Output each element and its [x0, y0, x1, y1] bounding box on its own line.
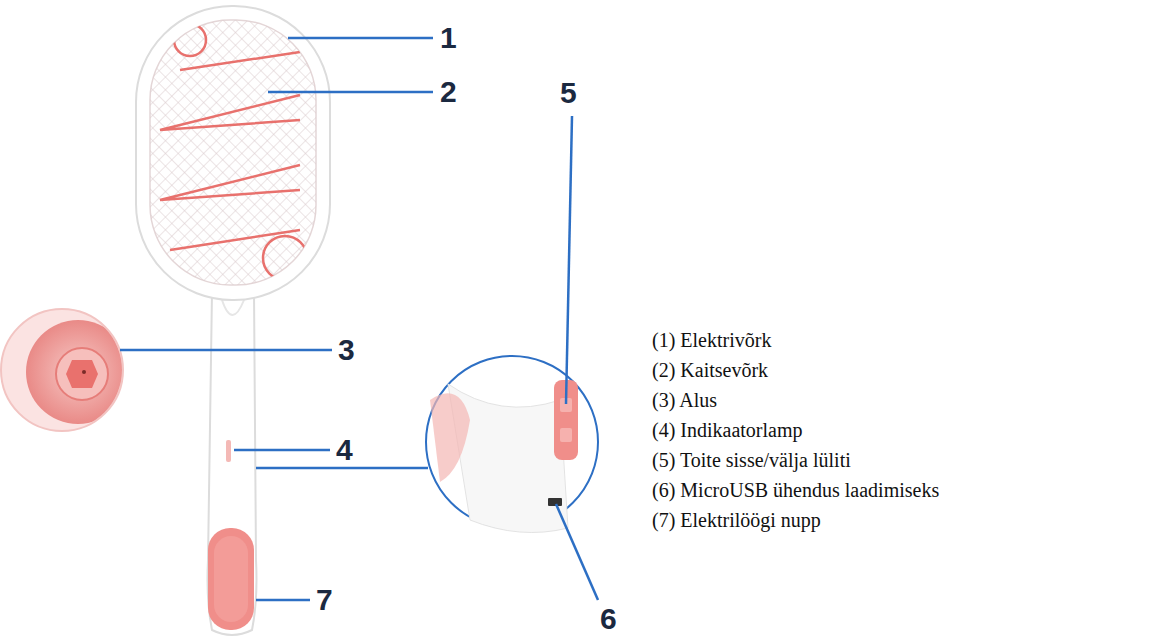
swatter-g	[26, 320, 130, 424]
swatter-rect	[226, 440, 231, 462]
swatter-line	[268, 91, 433, 94]
part-name: (6) MicroUSB ühendus laadimiseks	[652, 480, 939, 500]
callout-number: 3	[338, 335, 355, 365]
swatter-g	[150, 20, 316, 285]
callout-number: 1	[440, 23, 457, 53]
swatter-rect	[136, 6, 330, 300]
part-name: (4) Indikaatorlamp	[652, 420, 803, 440]
swatter-rect	[150, 20, 316, 285]
swatter-rect	[150, 20, 316, 285]
swatter-line	[566, 116, 572, 404]
swatter-circle	[56, 348, 108, 400]
callout-number: 2	[440, 77, 457, 107]
swatter-line	[288, 37, 433, 40]
swatter-line	[234, 449, 330, 452]
part-name: (7) Elektrilöögi nupp	[652, 510, 821, 530]
swatter-rect	[208, 528, 254, 630]
swatter-circle	[26, 320, 130, 424]
swatter-line	[256, 467, 428, 470]
swatter-path	[208, 292, 257, 635]
swatter-rect	[214, 536, 248, 622]
part-name: (3) Alus	[652, 390, 717, 410]
swatter-rect	[560, 428, 572, 442]
callout-number: 4	[336, 435, 353, 465]
swatter-path	[430, 393, 470, 482]
callout-number: 7	[316, 585, 333, 615]
swatter-path	[448, 384, 568, 533]
swatter-path	[222, 300, 244, 315]
swatter-polygon	[66, 360, 98, 388]
swatter-path	[160, 52, 300, 250]
swatter-circle	[82, 370, 86, 374]
swatter-g	[120, 38, 598, 600]
swatter-circle	[174, 24, 206, 56]
swatter-line	[556, 504, 598, 600]
swatter-line	[120, 349, 332, 352]
callout-number: 5	[560, 78, 577, 108]
swatter-line	[256, 599, 310, 602]
swatter-circle	[263, 236, 307, 280]
part-name: (2) Kaitsevõrk	[652, 360, 768, 380]
part-name: (1) Elektrivõrk	[652, 330, 771, 350]
part-name: (5) Toite sisse/välja lüliti	[652, 450, 851, 470]
callout-number: 6	[600, 604, 617, 634]
